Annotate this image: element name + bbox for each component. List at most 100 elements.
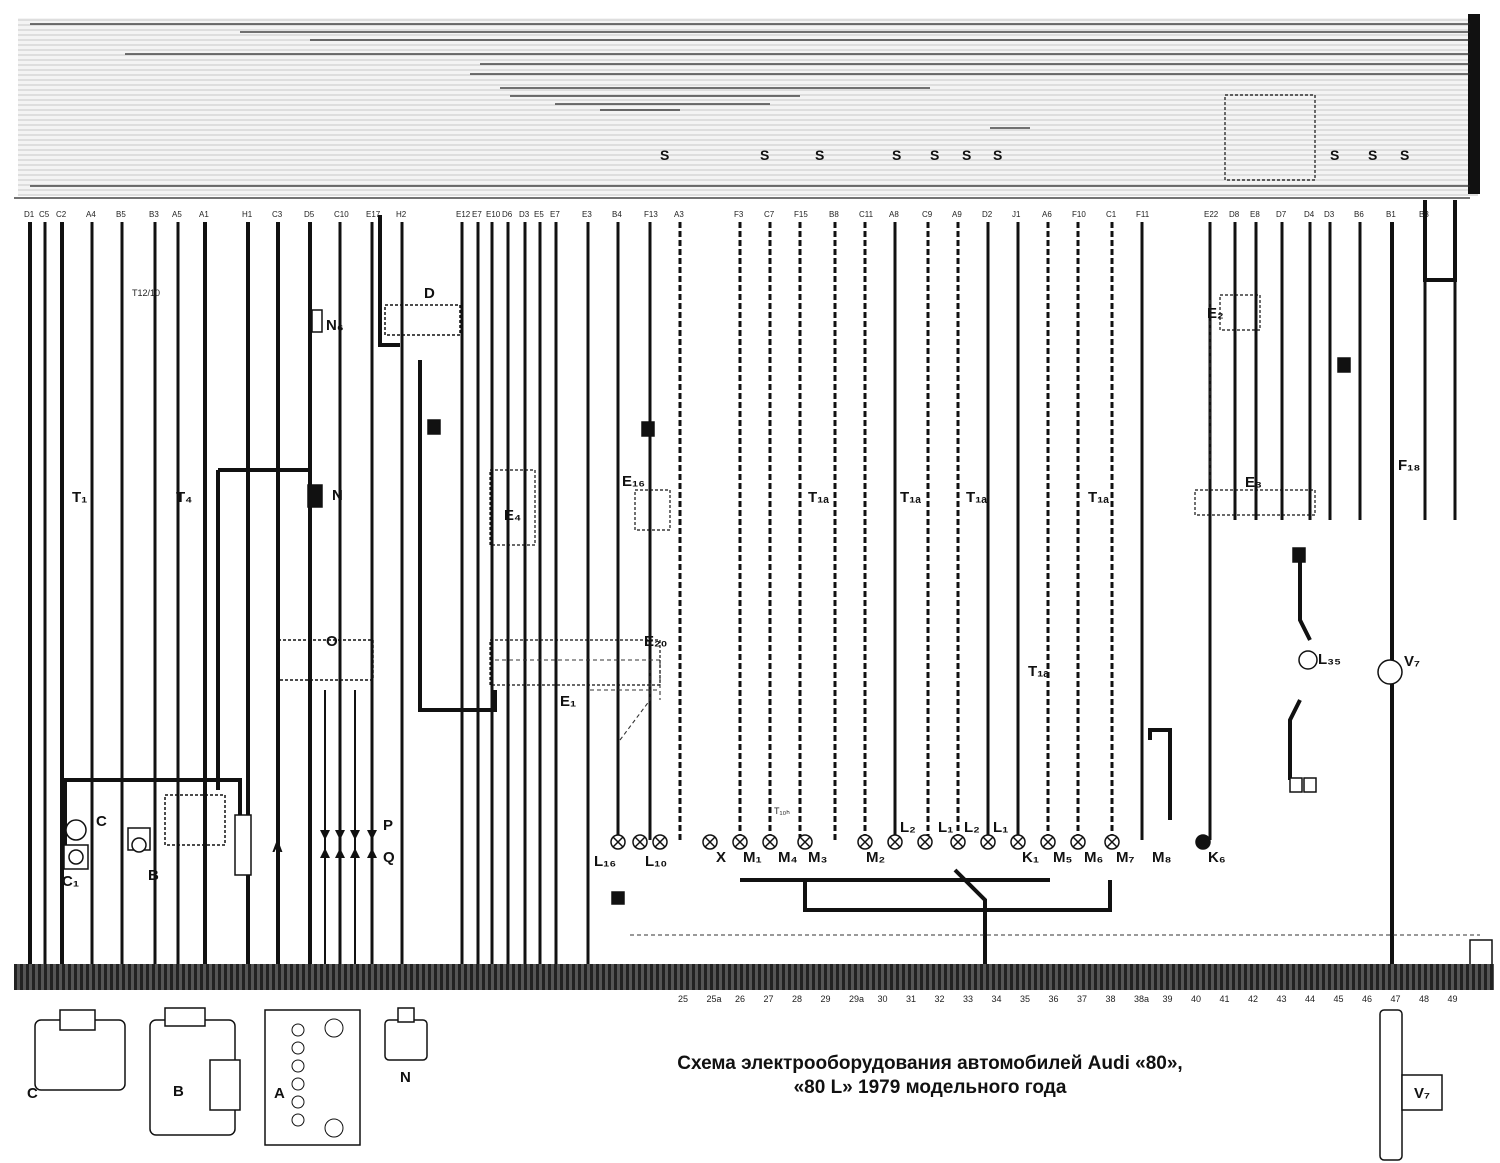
connector-label: C7 (764, 210, 775, 219)
connector-label: A1 (199, 210, 209, 219)
lamp-cross (799, 836, 811, 848)
ground-number: 28 (792, 994, 802, 1004)
label-C1: C₁ (62, 873, 79, 890)
label-T1a-1: T₁ₐ (808, 489, 829, 506)
connector-label: F10 (1072, 210, 1086, 219)
bottom-part-labels: C B A N V₇ (27, 1069, 1430, 1102)
connector-label: A9 (952, 210, 962, 219)
svg-text:S: S (660, 147, 669, 163)
label-L1a: L₁ (938, 819, 953, 836)
svg-text:S: S (1400, 147, 1409, 163)
connector-label: B1 (1386, 210, 1396, 219)
connector-arrows (324, 690, 373, 965)
label-T12-10: T12/10 (132, 288, 160, 298)
ground-number: 38a (1134, 994, 1149, 1004)
svg-text:S: S (993, 147, 1002, 163)
ground-number: 49 (1448, 994, 1458, 1004)
label-A: A (272, 839, 283, 856)
fuse-relay-panel (18, 18, 1478, 196)
component-labels: T₁ T₄ N₆ D N O P Q A B C C₁ E₄ E₁ E₁₆ E₂… (62, 285, 1420, 890)
label-T10b: T₁₀ₕ (774, 806, 790, 816)
ground-number: 39 (1163, 994, 1173, 1004)
label-N: N (332, 487, 343, 504)
ground-number: 46 (1362, 994, 1372, 1004)
small-labels: T12/10 T₁₀ₕ (132, 288, 790, 816)
label-M6: M₆ (1084, 849, 1103, 866)
ground-number: 41 (1220, 994, 1230, 1004)
connector-label: E8 (1250, 210, 1260, 219)
connector-label: F13 (644, 210, 658, 219)
label-D: D (424, 285, 435, 302)
ground-number: 25a (707, 994, 722, 1004)
label-L10: L₁₀ (645, 853, 667, 870)
lamp-cross (919, 836, 931, 848)
ground-number: 31 (906, 994, 916, 1004)
label-E2: E₂ (1207, 305, 1224, 322)
connector-label: H2 (396, 210, 407, 219)
label-T1: T₁ (72, 489, 87, 506)
label-M5: M₅ (1053, 849, 1072, 866)
connector-label: E3 (582, 210, 592, 219)
label-L35: L₃₅ (1318, 651, 1341, 668)
svg-text:S: S (892, 147, 901, 163)
label-T1a-2: T₁ₐ (900, 489, 921, 506)
label-X: X (716, 849, 726, 866)
part-label-B: B (173, 1083, 184, 1100)
ground-number: 48 (1419, 994, 1429, 1004)
label-M2: M₂ (866, 849, 885, 866)
part-label-N: N (400, 1069, 411, 1086)
left-components (63, 304, 461, 876)
ground-number: 47 (1391, 994, 1401, 1004)
connector-label: B3 (149, 210, 159, 219)
lamp-cross (612, 836, 624, 848)
connector-label: B8 (829, 210, 839, 219)
connector-label: C9 (922, 210, 933, 219)
label-T4: T₄ (176, 489, 192, 506)
connector-label: J1 (1012, 210, 1021, 219)
ground-number: 29 (821, 994, 831, 1004)
panel-edge-block (1468, 14, 1480, 194)
lamp-cross (1197, 836, 1209, 848)
label-Q: Q (383, 849, 395, 866)
svg-text:S: S (760, 147, 769, 163)
label-T1a-4: T₁ₐ (1088, 489, 1109, 506)
ground-number: 38 (1106, 994, 1116, 1004)
ground-number: 26 (735, 994, 745, 1004)
lamp-cross (764, 836, 776, 848)
connector-label: D3 (1324, 210, 1335, 219)
diagram-caption: Схема электрооборудования автомобилей Au… (560, 1052, 1300, 1100)
connector-label: H1 (242, 210, 253, 219)
ground-number: 35 (1020, 994, 1030, 1004)
connector-label: D7 (1276, 210, 1287, 219)
label-B: B (148, 867, 159, 884)
ground-number: 40 (1191, 994, 1201, 1004)
connector-label: E7 (550, 210, 560, 219)
connector-label: A4 (86, 210, 96, 219)
label-K1: K₁ (1022, 849, 1039, 866)
lamp-cross (634, 836, 646, 848)
ground-number: 36 (1049, 994, 1059, 1004)
lamp-cross (1106, 836, 1118, 848)
label-T1a-5: T₁ₐ (1028, 663, 1049, 680)
lamp-cross (982, 836, 994, 848)
connector-label: B4 (612, 210, 622, 219)
connector-label: D8 (1229, 210, 1240, 219)
label-L2b: L₂ (964, 819, 980, 836)
label-F18: F₁₈ (1398, 457, 1420, 474)
svg-text:S: S (1330, 147, 1339, 163)
label-E1: E₁ (560, 693, 576, 710)
label-K6: K₆ (1208, 849, 1226, 866)
connector-label: D6 (502, 210, 513, 219)
connector-label: E5 (534, 210, 544, 219)
lamp-cross (859, 836, 871, 848)
connector-label: C1 (1106, 210, 1117, 219)
caption-line-1: Схема электрооборудования автомобилей Au… (677, 1053, 1183, 1074)
connector-label: C11 (859, 210, 874, 219)
label-M1: M₁ (743, 849, 762, 866)
label-L16: L₁₆ (594, 853, 616, 870)
connector-label: B6 (1354, 210, 1364, 219)
svg-text:S: S (815, 147, 824, 163)
